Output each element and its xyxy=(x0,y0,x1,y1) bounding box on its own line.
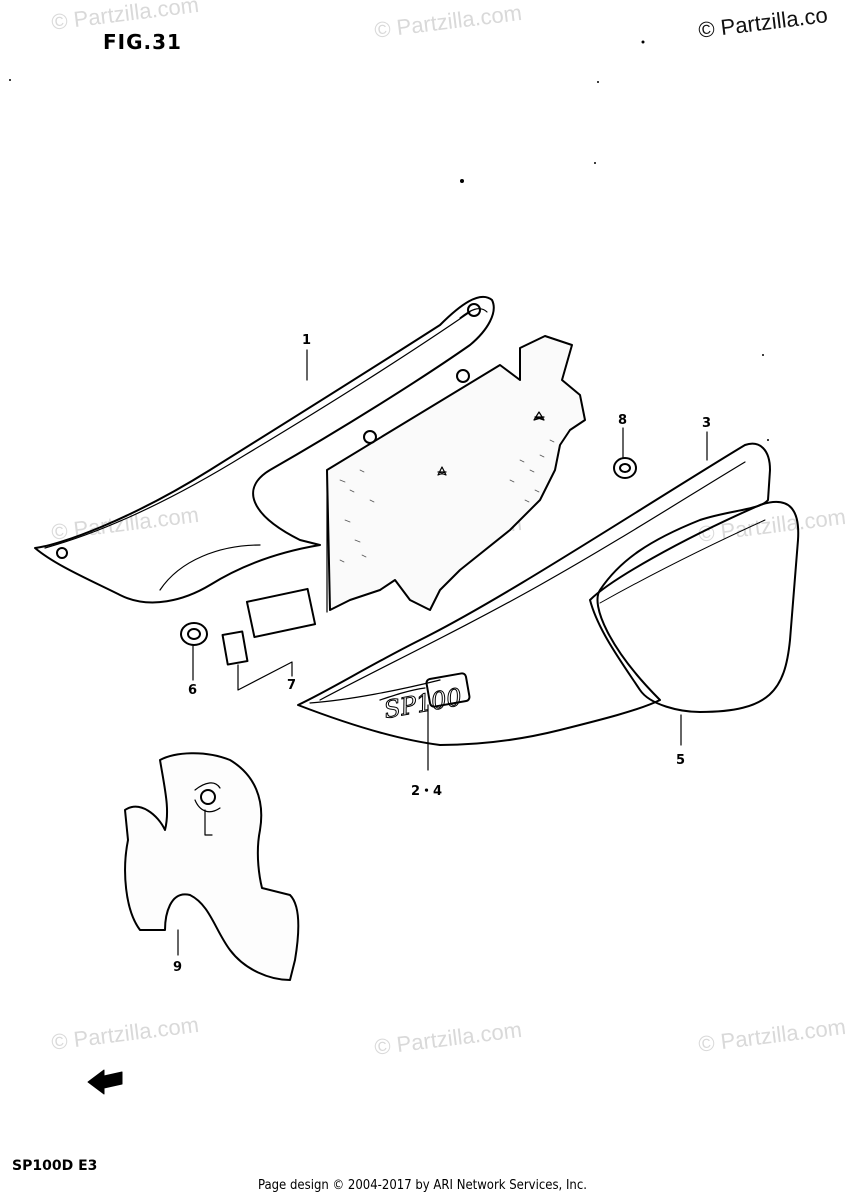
callout-part-8: 8 xyxy=(618,413,628,428)
sp100-emblem xyxy=(379,672,471,708)
part-6-grommet xyxy=(180,622,208,646)
part-8-grommet xyxy=(613,457,637,479)
callout-part-2-4: 2・4 xyxy=(411,784,443,799)
callout-part-1: 1 xyxy=(302,333,312,348)
callout-part-7: 7 xyxy=(287,678,297,693)
part-7-inner-panel xyxy=(221,335,586,666)
part-5-cover-panel xyxy=(589,500,800,713)
part-1-frame-cover xyxy=(34,295,495,604)
model-code: SP100D E3 xyxy=(12,1158,98,1174)
part-3-side-cover xyxy=(297,442,771,746)
leader-lines xyxy=(177,349,708,956)
page-footer: Page design © 2004-2017 by ARI Network S… xyxy=(258,1178,587,1193)
emblem-text: SP100 xyxy=(382,683,464,724)
part-9-plate xyxy=(124,752,300,981)
callout-part-5: 5 xyxy=(676,753,686,768)
figure-title: FIG.31 xyxy=(103,30,182,54)
callout-part-6: 6 xyxy=(188,683,198,698)
callout-part-9: 9 xyxy=(173,960,183,975)
front-direction-arrow-icon xyxy=(87,1069,123,1095)
callout-part-3: 3 xyxy=(702,416,712,431)
